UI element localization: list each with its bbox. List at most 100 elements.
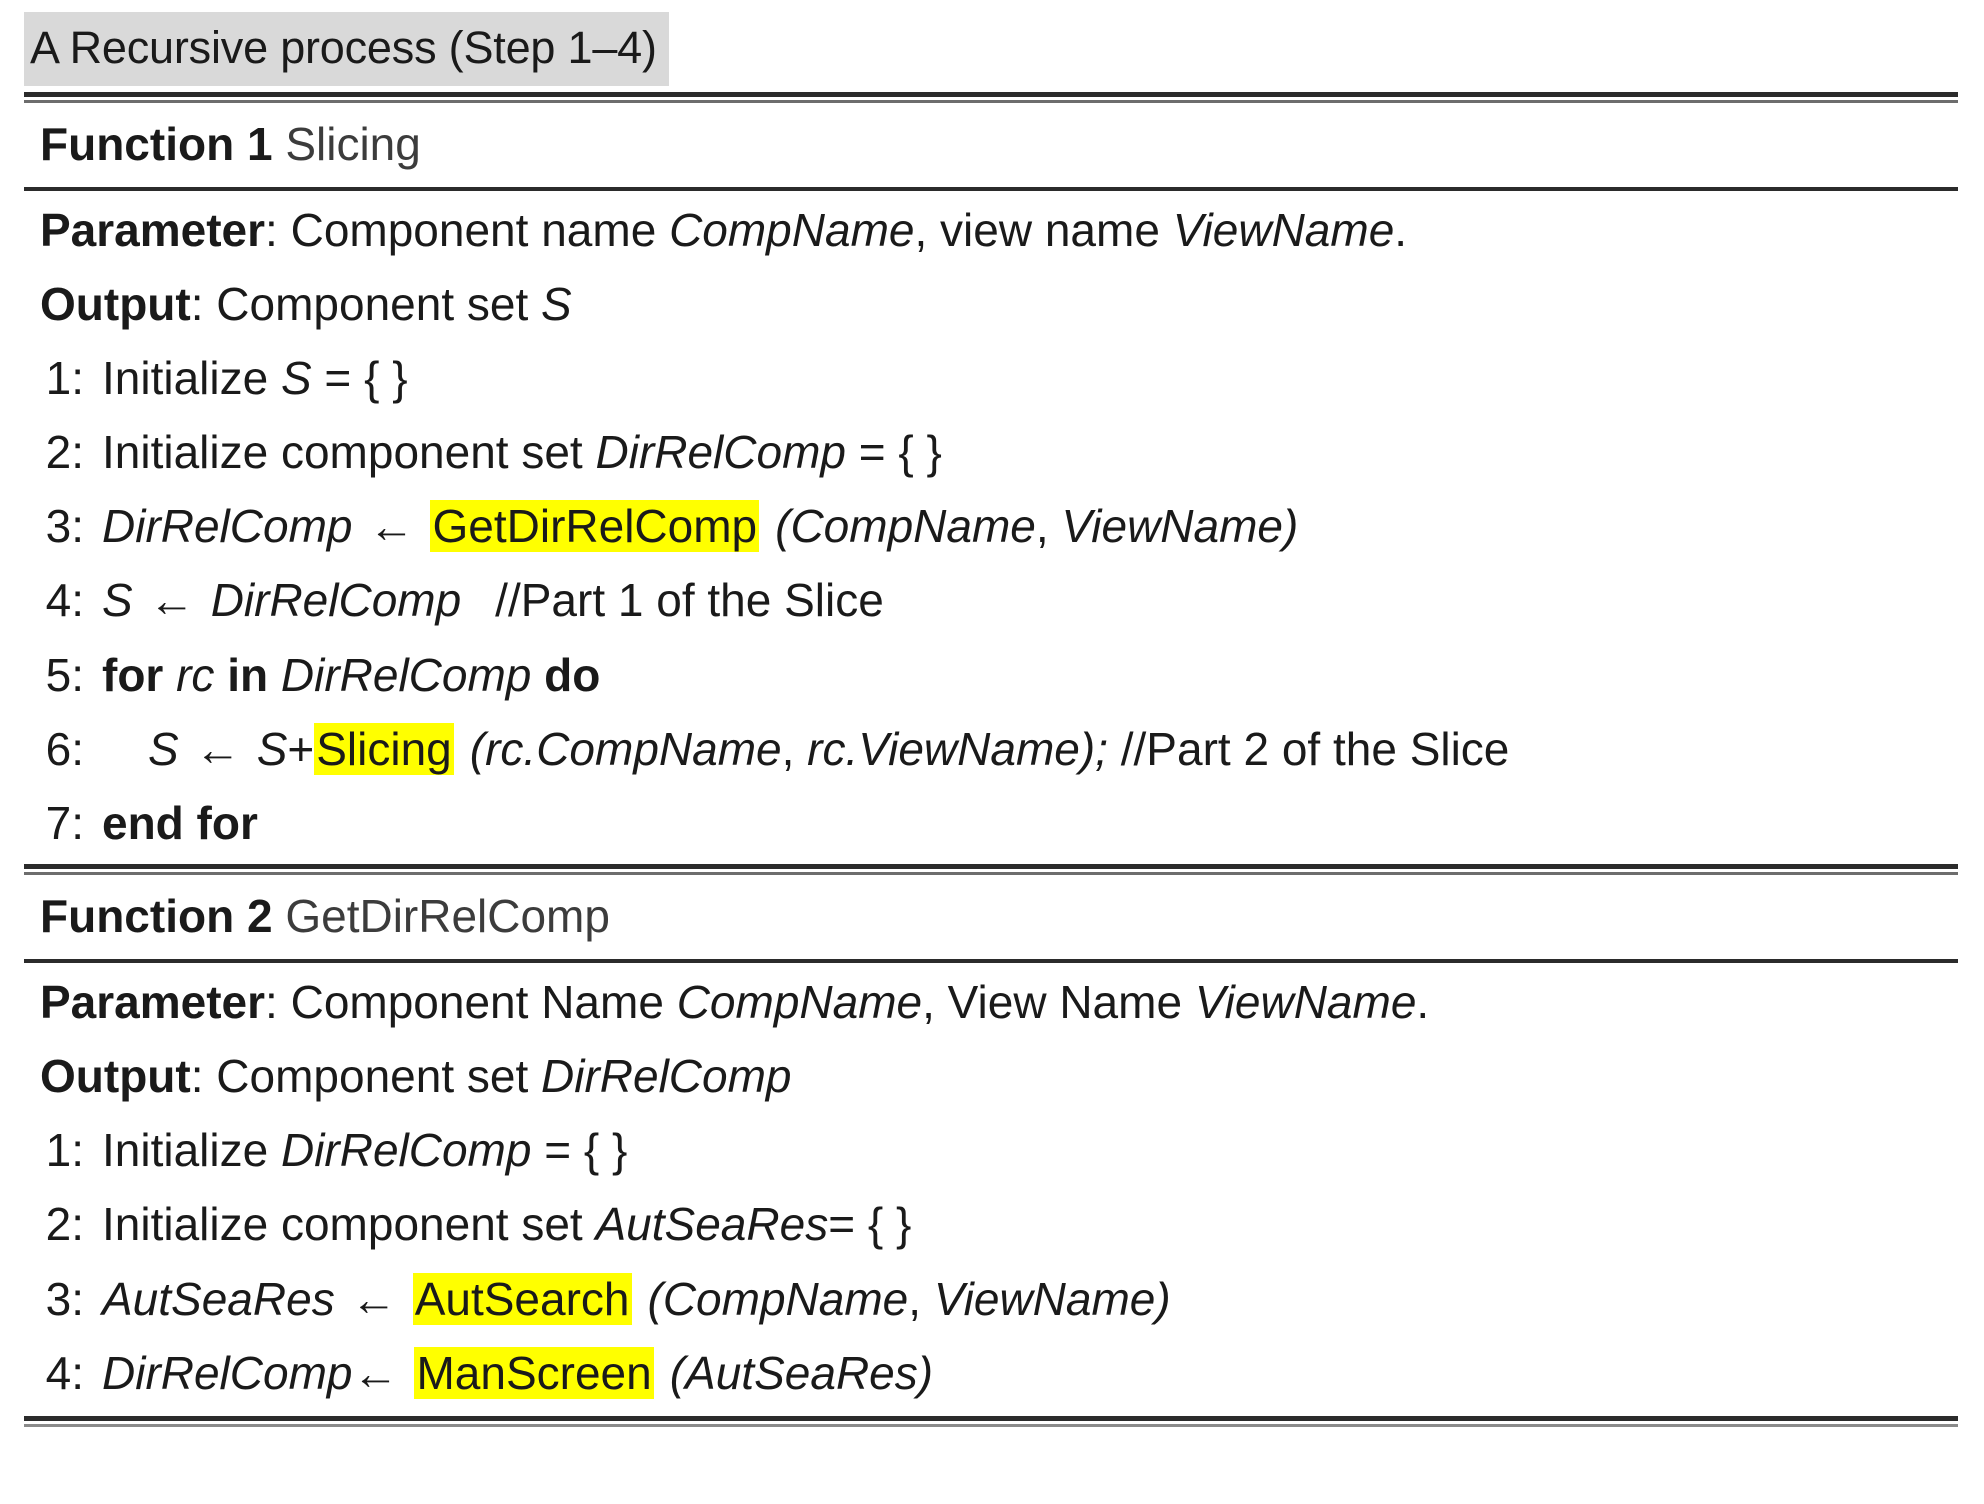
paren-close: ) [1155, 1272, 1171, 1325]
parameter-text-3: . [1394, 203, 1408, 256]
line-comma: , [1035, 500, 1062, 553]
line-var-1: S [102, 574, 133, 627]
parameter-text-1: : Component name [265, 203, 670, 256]
line-comma: , [908, 1272, 934, 1325]
function-1-line-1: 1: Initialize S = { } [24, 339, 1958, 413]
function-1-parameter-row: Parameter: Component name CompName, view… [24, 191, 1958, 265]
highlighted-call-autsearch: AutSearch [412, 1272, 632, 1325]
output-text-1: : Component set [190, 1050, 542, 1103]
line-var-2: DirRelComp [210, 574, 462, 627]
plus-operator: + [287, 722, 315, 775]
assign-arrow-icon: ← [194, 722, 241, 775]
line-plain-2: = { } [828, 1198, 912, 1251]
function-1-line-2: 2: Initialize component set DirRelComp =… [24, 413, 1958, 487]
paren-open: ( [669, 1346, 686, 1399]
line-plain-2: = { } [311, 351, 408, 404]
line-var-1: AutSeaRes [102, 1272, 335, 1325]
highlighted-call-getdirrelcomp: GetDirRelComp [430, 500, 760, 553]
highlighted-call-manscreen: ManScreen [414, 1346, 654, 1399]
line-number: 3: [45, 1272, 84, 1325]
line-number: 5: [45, 648, 84, 701]
parameter-text-2: , View Name [922, 975, 1195, 1028]
paren-open: ( [469, 722, 486, 775]
line-number: 4: [45, 1346, 84, 1399]
parameter-var-1: CompName [676, 975, 923, 1028]
function-1-line-3: 3: DirRelComp←GetDirRelComp(CompName, Vi… [24, 487, 1958, 561]
function-2-line-3: 3: AutSeaRes ← AutSearch (CompName, ViewNam… [24, 1260, 1958, 1334]
line-comment: //Part 2 of the Slice [1120, 722, 1510, 775]
parameter-var-1: CompName [669, 203, 915, 256]
line-var-1: DirRelComp [102, 500, 353, 553]
line-body: Initialize component set AutSeaRes= { } [102, 1194, 911, 1255]
output-var-1: DirRelComp [541, 1050, 792, 1103]
top-rule [24, 91, 1958, 103]
function-1-keyword: Function 1 [40, 117, 273, 170]
line-var-1: rc [176, 648, 215, 701]
line-body: DirRelComp←ManScreen(AutSeaRes) [102, 1343, 933, 1404]
function-2-parameter-row: Parameter: Component Name CompName, View… [24, 963, 1958, 1037]
keyword-do: do [544, 648, 601, 701]
line-var-1: DirRelComp [595, 426, 846, 479]
line-body: AutSeaRes ← AutSearch (CompName, ViewName) [102, 1269, 1171, 1330]
line-arg-1: CompName [662, 1272, 909, 1325]
line-comma: , [781, 722, 808, 775]
paren-open: ( [775, 500, 791, 553]
line-plain-1: Initialize [102, 1124, 281, 1177]
line-arg-1: rc.CompName [485, 722, 782, 775]
line-number: 1: [45, 1124, 84, 1177]
function-2-top-rule [24, 864, 1958, 876]
algorithm-box: A Recursive process (Step 1–4) Function … [24, 12, 1958, 1427]
line-var-1: AutSeaRes [595, 1198, 829, 1251]
line-plain-1: Initialize component set [102, 1198, 596, 1251]
parameter-text-3: . [1416, 975, 1430, 1028]
line-var-2: S [256, 722, 288, 775]
function-2-rule [24, 958, 1958, 963]
paren-close: ); [1079, 722, 1108, 775]
function-1-line-4: 4: S ← DirRelComp //Part 1 of the Slice [24, 561, 1958, 635]
function-1-header: Function 1 Slicing [24, 103, 1958, 181]
output-text-1: : Component set [190, 277, 542, 330]
line-arg-1: CompName [790, 500, 1036, 553]
function-1-line-5: 5: for rc in DirRelComp do [24, 636, 1958, 710]
parameter-var-2: ViewName [1194, 975, 1417, 1028]
parameter-label: Parameter [40, 975, 266, 1028]
highlighted-call-slicing: Slicing [314, 722, 454, 775]
line-plain-1: Initialize component set [102, 426, 596, 479]
line-arg-2: ViewName [933, 1272, 1156, 1325]
line-arg-2: rc.ViewName [807, 722, 1080, 775]
line-body: end for [102, 793, 258, 854]
assign-arrow-icon: ← [148, 574, 195, 627]
line-body: for rc in DirRelComp do [102, 645, 600, 706]
line-number: 7: [45, 796, 84, 849]
keyword-in: in [227, 648, 269, 701]
line-var-1: DirRelComp [280, 1124, 532, 1177]
function-2-name: GetDirRelComp [285, 890, 610, 943]
line-comment: //Part 1 of the Slice [495, 574, 884, 627]
line-number: 4: [45, 574, 84, 627]
function-2-keyword: Function 2 [40, 890, 273, 943]
function-1-output-row: Output: Component set S [24, 265, 1958, 339]
assign-arrow-icon: ← [368, 500, 415, 553]
line-var-1: S [148, 722, 179, 775]
line-plain-2: = { } [845, 426, 942, 479]
keyword-for: for [102, 648, 164, 701]
line-body: DirRelComp←GetDirRelComp(CompName, ViewN… [102, 496, 1298, 557]
line-var-2: DirRelComp [280, 648, 532, 701]
parameter-text-1: : Component Name [265, 975, 677, 1028]
line-number: 2: [45, 1198, 84, 1251]
function-2-header: Function 2 GetDirRelComp [24, 875, 1958, 953]
function-1-line-6: 6: S←S+Slicing(rc.CompName, rc.ViewName)… [24, 710, 1958, 784]
function-1-name: Slicing [285, 117, 421, 170]
line-plain-2: = { } [531, 1124, 628, 1177]
line-number: 3: [45, 500, 84, 553]
line-body: Initialize S = { } [102, 348, 408, 409]
function-2-line-2: 2: Initialize component set AutSeaRes= {… [24, 1185, 1958, 1259]
assign-arrow-icon: ← [350, 1272, 397, 1325]
line-arg-1: AutSeaRes [685, 1346, 918, 1399]
function-1-line-7: 7: end for [24, 784, 1958, 858]
paren-open: ( [647, 1272, 663, 1325]
parameter-text-2: , view name [914, 203, 1173, 256]
line-body: Initialize component set DirRelComp = { … [102, 422, 942, 483]
function-1-rule [24, 186, 1958, 191]
assign-arrow-icon: ← [352, 1346, 399, 1399]
